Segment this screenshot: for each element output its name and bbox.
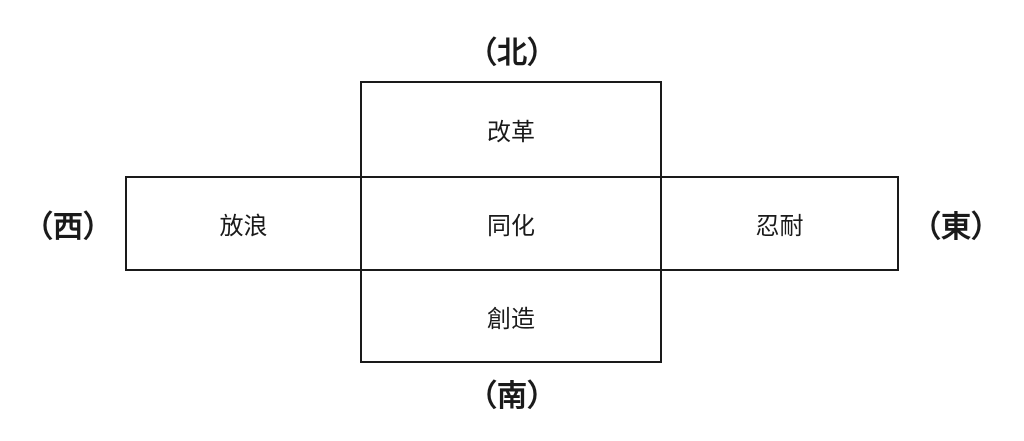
cell-south-label: 創造: [487, 304, 535, 333]
cell-center-label: 同化: [487, 212, 535, 240]
direction-label-east: （東）: [911, 210, 1001, 245]
cell-south-creation: 創造: [360, 269, 662, 363]
direction-label-north: （北）: [467, 36, 557, 71]
cell-west-wandering: 放浪: [125, 176, 362, 271]
cell-center-assimilation: 同化: [360, 176, 662, 271]
direction-label-south: （南）: [467, 379, 557, 414]
cell-east-label: 忍耐: [755, 212, 804, 240]
cell-east-endurance: 忍耐: [660, 176, 899, 271]
cell-west-label: 放浪: [219, 212, 268, 240]
direction-label-west: （西）: [23, 210, 113, 245]
cell-north-reform: 改革: [360, 81, 662, 178]
cell-north-label: 改革: [487, 118, 535, 146]
